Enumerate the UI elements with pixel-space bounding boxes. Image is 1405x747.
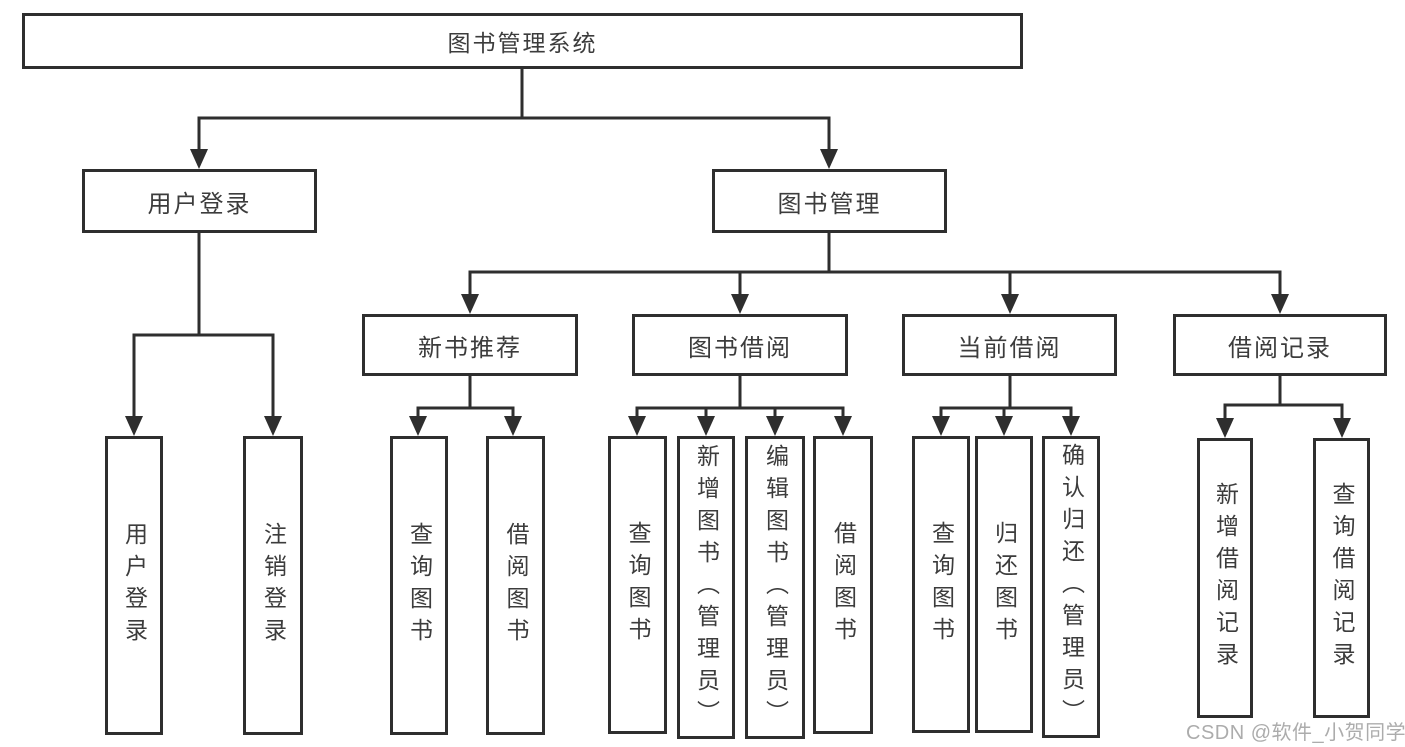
node-label: 借阅记录	[1228, 334, 1332, 362]
edges-book-management-to-level2	[468, 233, 1282, 310]
leaf-add-borrow-record: 新增借阅记录	[1197, 438, 1253, 718]
node-book-borrowing: 图书借阅	[632, 314, 848, 376]
node-book-management: 图书管理	[712, 169, 947, 233]
node-label: 图书管理	[777, 190, 882, 218]
node-label: 新增图书（管理员）	[693, 443, 720, 732]
leaf-logout: 注销登录	[243, 436, 303, 735]
node-label: 确认归还（管理员）	[1058, 443, 1085, 731]
edges-borrowing-records-to-leaves	[1223, 376, 1344, 434]
leaf-add-book-admin: 新增图书（管理员）	[677, 436, 735, 739]
leaf-query-books-recommend: 查询图书	[390, 436, 448, 735]
leaf-query-books-borrowing: 查询图书	[608, 436, 667, 734]
leaf-query-books-current: 查询图书	[912, 436, 970, 733]
node-borrowing-records: 借阅记录	[1173, 314, 1387, 376]
node-label: 当前借阅	[957, 334, 1062, 362]
node-library-management-system: 图书管理系统	[22, 13, 1023, 69]
node-label: 图书借阅	[688, 334, 792, 362]
edges-current-borrowing-to-leaves	[939, 376, 1073, 432]
node-label: 查询图书	[406, 521, 433, 650]
leaf-borrow-books-borrowing: 借阅图书	[813, 436, 873, 734]
csdn-watermark: CSDN @软件_小贺同学	[1186, 722, 1405, 744]
leaf-return-books: 归还图书	[975, 436, 1033, 733]
node-label: 归还图书	[991, 520, 1018, 649]
leaf-confirm-return-admin: 确认归还（管理员）	[1042, 436, 1100, 738]
node-label: 图书管理系统	[447, 30, 598, 56]
edges-root-to-level1	[197, 69, 831, 166]
edges-book-borrowing-to-leaves	[635, 376, 845, 432]
leaf-user-login: 用户登录	[105, 436, 163, 735]
leaf-edit-book-admin: 编辑图书（管理员）	[745, 436, 805, 739]
node-current-borrowing: 当前借阅	[902, 314, 1117, 376]
node-label: 查询借阅记录	[1329, 482, 1355, 674]
node-label: 借阅图书	[503, 521, 529, 650]
node-label: 编辑图书（管理员）	[762, 443, 789, 732]
node-new-book-recommendation: 新书推荐	[362, 314, 578, 376]
node-user-login: 用户登录	[82, 169, 317, 233]
leaf-query-borrow-record: 查询借阅记录	[1313, 438, 1370, 718]
node-label: 用户登录	[147, 190, 252, 218]
leaf-borrow-books-recommend: 借阅图书	[486, 436, 545, 735]
node-label: 新书推荐	[418, 334, 522, 362]
node-label: 查询图书	[928, 520, 955, 649]
node-label: 查询图书	[625, 521, 651, 649]
node-label: 用户登录	[121, 521, 148, 650]
node-label: 借阅图书	[830, 521, 857, 649]
edges-new-book-recommendation-to-leaves	[416, 376, 515, 432]
edges-user-login-to-leaves	[132, 233, 275, 432]
node-label: 注销登录	[260, 521, 287, 650]
node-label: 新增借阅记录	[1212, 482, 1239, 674]
